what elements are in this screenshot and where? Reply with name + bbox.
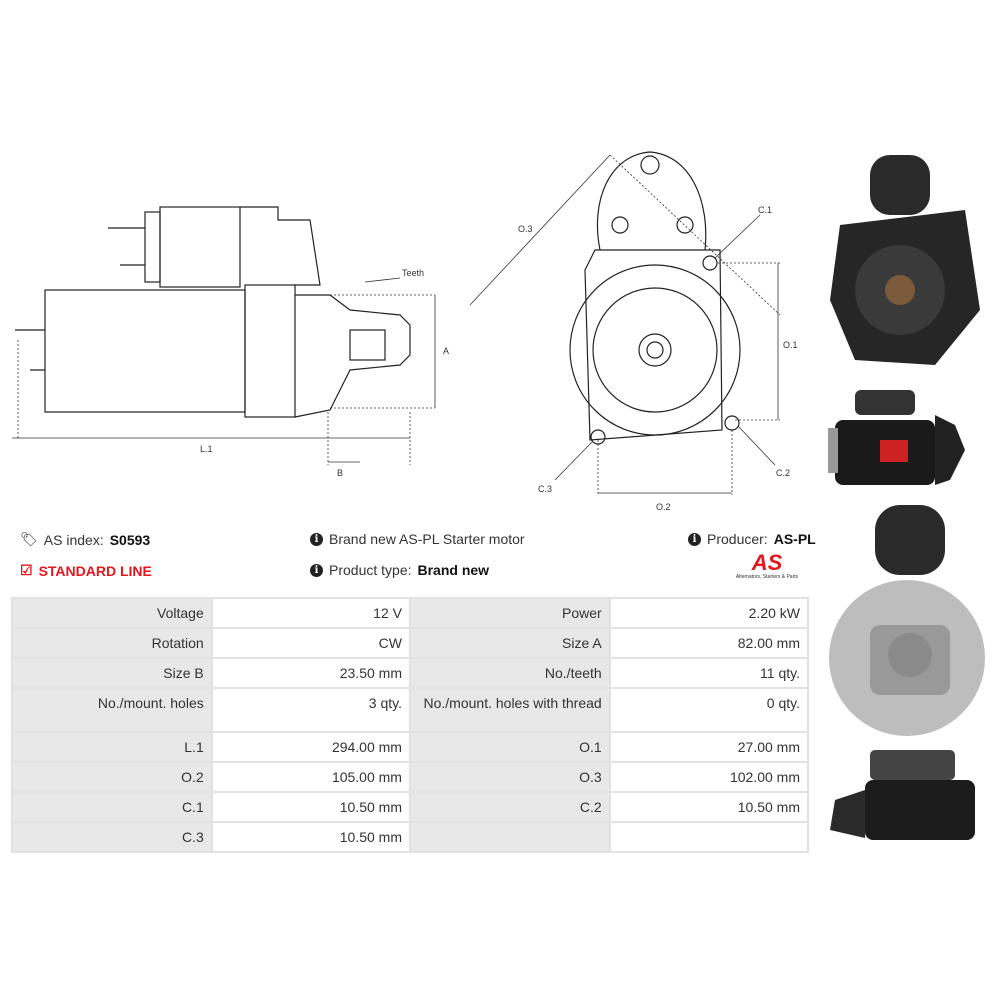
spec-label: L.1 xyxy=(11,731,213,763)
checkbox-icon: ☑ xyxy=(20,562,33,578)
label-l1: L.1 xyxy=(200,444,213,454)
as-index-label: AS index: xyxy=(43,531,104,548)
photo-side-2 xyxy=(830,750,975,840)
spec-value: 23.50 mm xyxy=(210,657,411,689)
spec-value: 0 qty. xyxy=(608,687,810,733)
label-c2: C.2 xyxy=(776,468,790,478)
spec-label: C.1 xyxy=(11,791,213,823)
as-pl-logo: AS Alternators, Starters & Parts xyxy=(722,552,812,580)
label-o3: O.3 xyxy=(518,224,533,234)
label-teeth: Teeth xyxy=(402,268,424,278)
spec-value: 294.00 mm xyxy=(210,731,411,763)
product-type: i Product type: Brand new xyxy=(310,562,489,578)
spec-label: No./mount. holes with thread xyxy=(408,687,611,733)
spec-value: CW xyxy=(210,627,411,659)
spec-label: Size B xyxy=(11,657,213,689)
spec-value: 27.00 mm xyxy=(608,731,810,763)
producer: i Producer: AS-PL xyxy=(688,531,816,547)
logo-text: AS xyxy=(722,552,812,574)
label-a: A xyxy=(443,346,449,356)
spec-label: O.2 xyxy=(11,761,213,793)
spec-label: Power xyxy=(408,597,611,629)
label-o1: O.1 xyxy=(783,340,798,350)
spec-value: 2.20 kW xyxy=(608,597,810,629)
description: i Brand new AS-PL Starter motor xyxy=(310,531,525,547)
spec-label: C.3 xyxy=(11,821,213,853)
standard-line-label: STANDARD LINE xyxy=(38,562,152,579)
info-icon: i xyxy=(310,532,323,546)
logo-tagline: Alternators, Starters & Parts xyxy=(735,574,799,580)
spec-label: C.2 xyxy=(408,791,611,823)
spec-value: 11 qty. xyxy=(608,657,810,689)
spec-label: O.3 xyxy=(408,761,611,793)
spec-value xyxy=(608,821,810,853)
spec-value: 10.50 mm xyxy=(210,821,411,853)
producer-label: Producer: xyxy=(707,531,768,547)
spec-label: O.1 xyxy=(408,731,611,763)
product-type-label: Product type: xyxy=(329,562,412,578)
tag-icon: 🏷︎ xyxy=(20,531,38,547)
spec-label: Size A xyxy=(408,627,611,659)
front-view-diagram: O.3 C.1 O.1 C.2 C.3 O.2 xyxy=(469,151,798,512)
producer-value: AS-PL xyxy=(773,531,816,547)
spec-label: Voltage xyxy=(11,597,213,629)
spec-value: 3 qty. xyxy=(210,687,411,733)
spec-value: 10.50 mm xyxy=(608,791,810,823)
spec-value: 12 V xyxy=(210,597,411,629)
info-icon: i xyxy=(310,563,323,577)
spec-value: 102.00 mm xyxy=(608,761,810,793)
photo-rear xyxy=(829,505,985,736)
side-view-diagram: Teeth A L.1 B xyxy=(12,206,449,478)
photo-side xyxy=(828,390,965,485)
spec-label: No./mount. holes xyxy=(11,687,213,733)
spec-label xyxy=(408,821,611,853)
standard-line: ☑ STANDARD LINE xyxy=(20,562,152,579)
spec-value: 105.00 mm xyxy=(210,761,411,793)
as-index-value: S0593 xyxy=(109,531,151,548)
product-type-value: Brand new xyxy=(417,562,490,578)
spec-label: Rotation xyxy=(11,627,213,659)
spec-label: No./teeth xyxy=(408,657,611,689)
photo-front-flange xyxy=(830,155,980,365)
label-b: B xyxy=(337,468,343,478)
spec-value: 10.50 mm xyxy=(210,791,411,823)
as-index: 🏷︎ AS index: S0593 xyxy=(20,531,150,548)
spec-value: 82.00 mm xyxy=(608,627,810,659)
label-c1: C.1 xyxy=(758,205,772,215)
product-photos xyxy=(828,155,985,840)
info-icon: i xyxy=(688,532,701,546)
label-c3: C.3 xyxy=(538,484,552,494)
label-o2: O.2 xyxy=(656,502,671,512)
description-text: Brand new AS-PL Starter motor xyxy=(329,531,525,547)
